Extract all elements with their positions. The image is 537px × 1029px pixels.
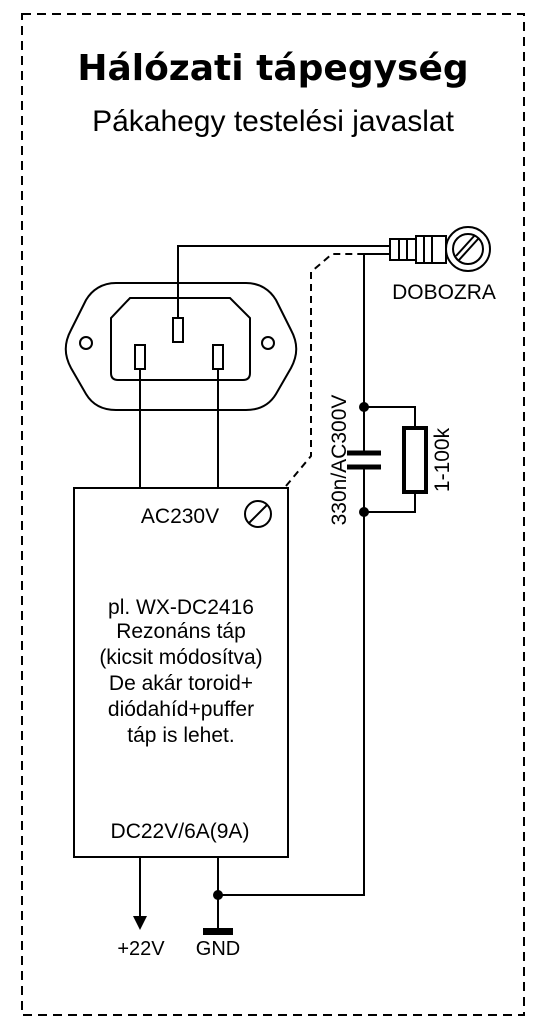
ground-terminal-label: GND xyxy=(196,938,240,960)
psu-description-line: (kicsit módosítva) xyxy=(99,646,262,669)
psu-description-line: pl. WX-DC2416 xyxy=(108,596,254,619)
earth-pin xyxy=(172,317,184,343)
line-pin-right xyxy=(212,344,224,370)
socket-body xyxy=(110,297,251,381)
enclosure-ground-connector xyxy=(389,226,491,272)
psu-description-line: diódahíd+puffer xyxy=(108,698,254,721)
junction-top xyxy=(359,402,369,412)
junction-gnd xyxy=(213,890,223,900)
psu-input-label: AC230V xyxy=(141,505,219,528)
resistor xyxy=(402,426,428,494)
line-pin-left xyxy=(134,344,146,370)
wiring xyxy=(139,245,390,928)
dashed-border xyxy=(21,13,525,1016)
mounting-hole-right xyxy=(261,336,275,350)
psu-module xyxy=(73,487,289,858)
spade-connector xyxy=(389,238,417,261)
resistor-wire-bottom xyxy=(364,492,416,513)
psu-potentiometer-icon xyxy=(244,500,272,528)
psu-output-label: DC22V/6A(9A) xyxy=(111,820,250,843)
resistor-wire-top xyxy=(364,406,416,428)
enclosure-label: DOBOZRA xyxy=(392,281,496,304)
socket-flange xyxy=(64,282,298,411)
ground-symbol-icon xyxy=(203,928,233,935)
screw-slot xyxy=(458,238,479,261)
positive-output-arrow-icon xyxy=(133,916,147,930)
resistor-label: 1-100k xyxy=(431,427,454,492)
diagram-title: Hálózati tápegység xyxy=(77,48,468,89)
psu-description-line: De akár toroid+ xyxy=(109,672,253,695)
mounting-hole-left xyxy=(79,336,93,350)
earth-wire xyxy=(177,245,390,318)
capacitor-label: 330n/AC300V xyxy=(328,395,351,526)
psu-description-line: táp is lehet. xyxy=(127,724,234,747)
dashed-mechanical-link xyxy=(285,253,364,487)
capacitor-gap xyxy=(352,453,376,467)
positive-terminal-label: +22V xyxy=(117,938,165,960)
iec-mains-socket xyxy=(64,282,298,411)
tip-ground-wire xyxy=(218,253,390,896)
rc-network xyxy=(347,406,428,513)
junction-bottom xyxy=(359,507,369,517)
psu-description-line: Rezonáns táp xyxy=(116,620,246,643)
diagram-subtitle: Pákahegy testelési javaslat xyxy=(92,105,455,138)
